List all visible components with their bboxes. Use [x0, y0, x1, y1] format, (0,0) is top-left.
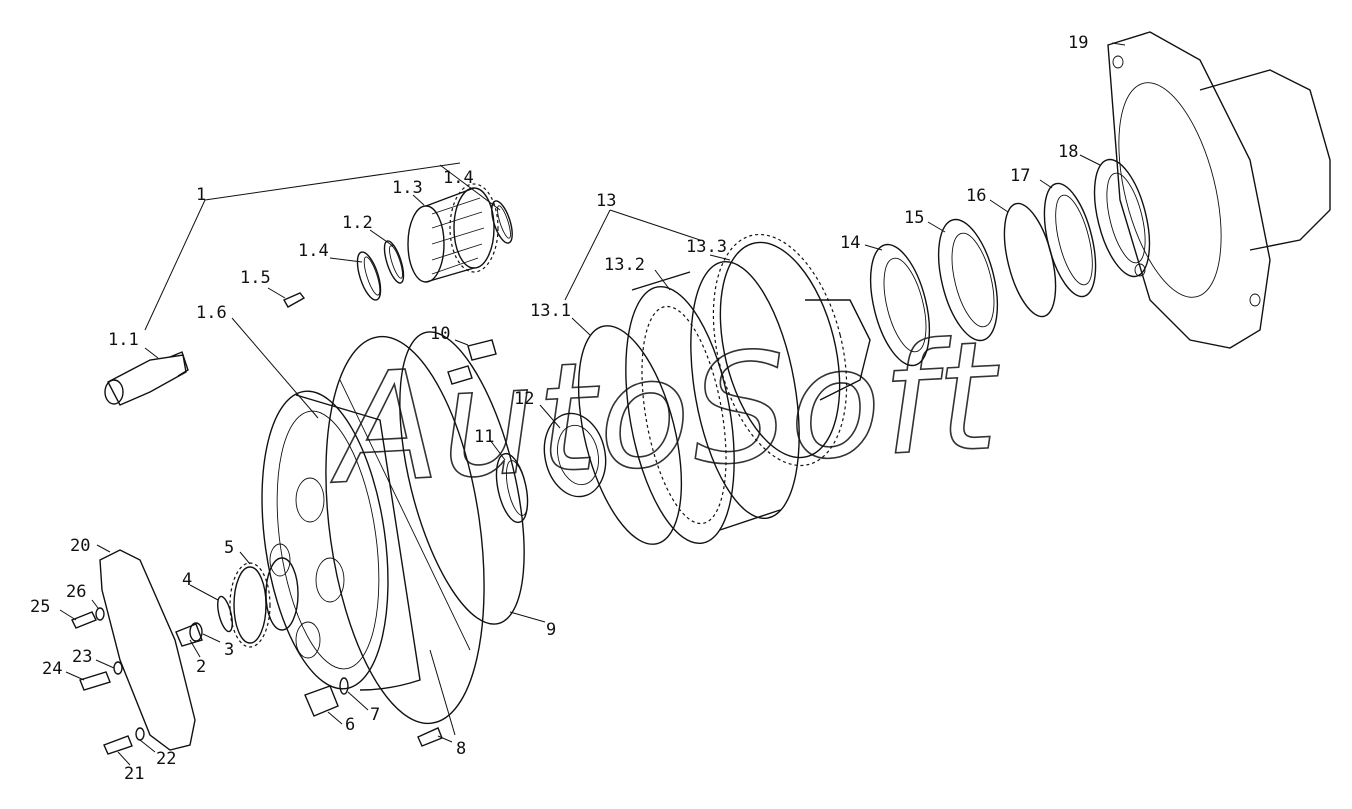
label-1-3: 1.3: [392, 178, 423, 198]
label-23: 23: [72, 647, 92, 667]
part-1-1-shaft: [104, 351, 189, 406]
label-11: 11: [474, 427, 494, 447]
label-13-1: 13.1: [530, 301, 571, 321]
part-4-washer: [217, 595, 233, 633]
label-8: 8: [456, 739, 466, 759]
label-20: 20: [70, 536, 90, 556]
label-7: 7: [370, 705, 380, 725]
part-labels: 1 1.1 1.2 1.3 1.4 1.4 1.5 1.6 2 3 4 5 6 …: [30, 33, 1088, 784]
part-14-bearing: [869, 243, 931, 367]
fasteners-21-26: [71, 607, 145, 755]
label-1-1: 1.1: [108, 330, 139, 350]
part-1-3-planet-gear: [407, 183, 499, 283]
label-9: 9: [546, 620, 556, 640]
label-3: 3: [224, 640, 234, 660]
watermark-text: AutoSoft: [324, 309, 1006, 518]
part-5-sun-gear: [229, 557, 299, 648]
part-13-1-snap-ring: [577, 325, 683, 545]
part-8-screw: [417, 727, 443, 747]
label-1-4-left: 1.4: [298, 241, 329, 261]
part-7-washer: [339, 677, 349, 695]
label-18: 18: [1058, 142, 1078, 162]
part-9-seal-ring: [399, 331, 525, 625]
label-21: 21: [124, 764, 144, 784]
label-5: 5: [224, 538, 234, 558]
label-13: 13: [596, 191, 616, 211]
label-10: 10: [430, 324, 450, 344]
label-19: 19: [1068, 33, 1088, 53]
part-1-4-washer-left: [356, 251, 382, 301]
part-16-seal: [1003, 202, 1057, 318]
part-2-3-spacer: [175, 622, 203, 647]
label-1: 1: [196, 185, 206, 205]
part-1-2-washer: [383, 240, 405, 284]
part-1-4-washer-right: [491, 200, 513, 244]
part-1-6-planet-carrier: [261, 335, 485, 725]
leader-lines: [59, 42, 1126, 766]
label-6: 6: [345, 715, 355, 735]
part-20-end-cover: [99, 549, 196, 751]
part-10-bolts: [447, 339, 497, 385]
label-1-2: 1.2: [342, 213, 373, 233]
label-1-4-top: 1.4: [443, 168, 474, 188]
label-22: 22: [156, 749, 176, 769]
part-19-hub-housing: [1107, 31, 1331, 349]
part-6-plug: [304, 685, 339, 717]
label-24: 24: [42, 659, 62, 679]
part-13-2-ring-gear: [625, 260, 800, 545]
label-17: 17: [1010, 166, 1030, 186]
part-12-lock-nut: [543, 412, 607, 498]
label-12: 12: [514, 389, 534, 409]
part-11-bearing: [495, 452, 529, 524]
part-15-bearing: [937, 218, 999, 342]
label-4: 4: [182, 570, 192, 590]
label-15: 15: [904, 208, 924, 228]
label-13-3: 13.3: [686, 237, 727, 257]
label-16: 16: [966, 186, 986, 206]
label-14: 14: [840, 233, 860, 253]
label-26: 26: [66, 582, 86, 602]
part-17-bearing: [1043, 182, 1097, 298]
label-25: 25: [30, 597, 50, 617]
label-2: 2: [196, 657, 206, 677]
part-13-3-gear-hub: [712, 233, 871, 467]
label-13-2: 13.2: [604, 255, 645, 275]
label-1-6: 1.6: [196, 303, 227, 323]
part-1-5-pin: [283, 292, 306, 308]
part-18-bearing: [1093, 158, 1151, 278]
label-1-5: 1.5: [240, 268, 271, 288]
